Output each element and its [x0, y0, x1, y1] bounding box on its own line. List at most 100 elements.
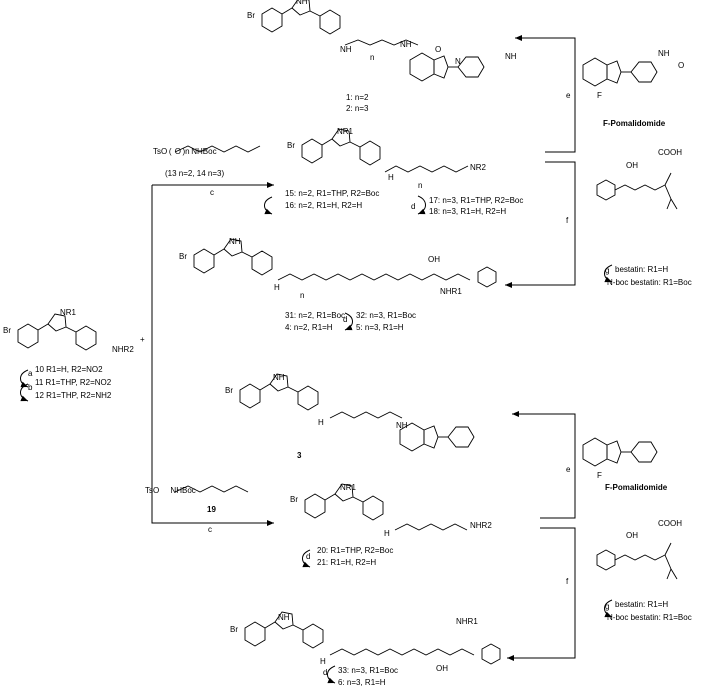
- pomalidomide-unit-1-2: [409, 52, 485, 82]
- bestatin-label-upper: bestatin: R1=H: [615, 265, 668, 274]
- chain-31-5: [277, 273, 471, 281]
- atom-br-20: Br: [290, 495, 298, 504]
- compound-31: 31: n=2, R1=Boc: [285, 311, 345, 320]
- hexyl-chain-3: [329, 411, 403, 419]
- compound-18: 18: n=3, R1=H, R2=H: [429, 207, 506, 216]
- atom-nh-pyrazole-1: NH: [296, 0, 308, 6]
- compound-6: 6: n=3, R1=H: [338, 678, 386, 687]
- atom-n-sub-31: n: [300, 291, 304, 300]
- step-f-lower: f: [566, 577, 569, 586]
- compound-20: 20: R1=THP, R2=Boc: [317, 546, 393, 555]
- atom-nh-pyr-33: NH: [278, 613, 290, 622]
- atom-nr1: NR1: [60, 308, 77, 317]
- atom-h-33: H: [320, 657, 326, 666]
- step-c-upper: c: [210, 188, 214, 197]
- route-arrow-c-lower: [151, 185, 274, 526]
- atom-nh-3: NH: [396, 421, 408, 430]
- reagent-peg-linker: TsO ( O )n NHBoc: [153, 147, 217, 156]
- step-f-upper: f: [566, 216, 569, 225]
- compound-1: 1: n=2: [346, 93, 369, 102]
- arrow-f-upper: [505, 161, 576, 288]
- atom-h-15: H: [388, 173, 394, 182]
- compound-3: 3: [297, 451, 302, 460]
- atom-cooh-lower: COOH: [658, 519, 682, 528]
- boc-bestatin-label-lower: N-boc bestatin: R1=Boc: [607, 613, 692, 622]
- f-pomalidomide-lower: [582, 437, 658, 467]
- hexyl-chain-20-21: [394, 523, 468, 531]
- atom-cooh-upper: COOH: [658, 148, 682, 157]
- arrow-d-17-18: [417, 195, 426, 215]
- step-e-lower: e: [566, 465, 571, 474]
- atom-n-sub-1: n: [370, 53, 374, 62]
- phenyl-33-6: [481, 643, 501, 665]
- atom-nhr2-20: NHR2: [470, 521, 492, 530]
- bestatin-upper: [596, 172, 678, 210]
- step-g-lower: g: [605, 602, 609, 611]
- compound-17: 17: n=3, R1=THP, R2=Boc: [429, 196, 523, 205]
- peg-chain-1-2: [344, 39, 419, 46]
- arrow-f-lower: [507, 527, 576, 661]
- plus-sign: +: [140, 335, 145, 344]
- atom-nhr2: NHR2: [112, 345, 134, 354]
- step-d-20: d: [306, 552, 310, 561]
- atom-br-31: Br: [179, 252, 187, 261]
- atom-nr1-20: NR1: [340, 483, 357, 492]
- atom-f-upper: F: [597, 91, 602, 100]
- atom-nhr1-31: NHR1: [440, 287, 462, 296]
- atom-n-sub-15: n: [418, 181, 422, 190]
- compound-12: 12 R1=THP, R2=NH2: [35, 391, 112, 400]
- step-b: b: [28, 383, 33, 392]
- structure-10-12: [17, 313, 97, 351]
- atom-br-1: Br: [247, 11, 255, 20]
- arrow-e-lower: [512, 411, 576, 519]
- atom-br-33: Br: [230, 625, 238, 634]
- compound-16: 16: n=2, R1=H, R2=H: [285, 201, 362, 210]
- step-a: a: [28, 369, 33, 378]
- step-d-33: d: [323, 668, 327, 677]
- atom-h-20: H: [384, 529, 390, 538]
- atom-nh-1: NH: [340, 45, 352, 54]
- compound-10: 10 R1=H, R2=NO2: [35, 365, 103, 374]
- step-e-upper: e: [566, 91, 571, 100]
- compound-33: 33: n=3, R1=Boc: [338, 666, 398, 675]
- boc-bestatin-label-upper: N-boc bestatin: R1=Boc: [607, 278, 692, 287]
- atom-o-1: O: [435, 45, 441, 54]
- step-c-lower: c: [208, 525, 212, 534]
- atom-nr2-15: NR2: [470, 163, 487, 172]
- atom-oh-upper: OH: [626, 161, 638, 170]
- atom-br-15: Br: [287, 141, 295, 150]
- reagent-peg-linker-ids: (13 n=2, 14 n=3): [165, 169, 224, 178]
- compound-32: 32: n=3, R1=Boc: [356, 311, 416, 320]
- arrow-d-20-21: [302, 549, 311, 568]
- arrow-d-33-6: [327, 665, 336, 684]
- atom-oh-33: OH: [436, 664, 448, 673]
- linker-13-14-chain: [174, 145, 261, 153]
- compound-15: 15: n=2, R1=THP, R2=Boc: [285, 189, 379, 198]
- atom-o-fpom-upper: O: [678, 61, 684, 70]
- atom-nh-pyr-3: NH: [273, 373, 285, 382]
- arrow-d-15-16: [264, 196, 273, 215]
- arrow-e-upper: [515, 35, 576, 153]
- arrow-a: [20, 369, 29, 388]
- f-pomalidomide-label-upper: F-Pomalidomide: [603, 119, 666, 128]
- phenyl-31-5: [477, 266, 497, 288]
- atom-nh-2: NH: [400, 40, 412, 49]
- chain-33-6: [329, 648, 475, 656]
- compound-5: 5: n=3, R1=H: [356, 323, 404, 332]
- reagent-alkyl-linker: TsO NHBoc: [145, 486, 196, 495]
- compound-4: 4: n=2, R1=H: [285, 323, 333, 332]
- compound-11: 11 R1=THP, R2=NO2: [35, 378, 112, 387]
- atom-h-3: H: [318, 418, 324, 427]
- atom-nhr1-33: NHR1: [456, 617, 478, 626]
- atom-br-3: Br: [225, 386, 233, 395]
- compound-21: 21: R1=H, R2=H: [317, 558, 376, 567]
- compound-2: 2: n=3: [346, 104, 369, 113]
- atom-oh-lower: OH: [626, 531, 638, 540]
- arrow-g-upper: [604, 264, 613, 283]
- reagent-alkyl-linker-id: 19: [207, 505, 216, 514]
- step-d-31: d: [343, 315, 347, 324]
- atom-nh-fpom-upper: NH: [658, 49, 670, 58]
- arrow-b: [20, 383, 29, 402]
- atom-br: Br: [3, 326, 11, 335]
